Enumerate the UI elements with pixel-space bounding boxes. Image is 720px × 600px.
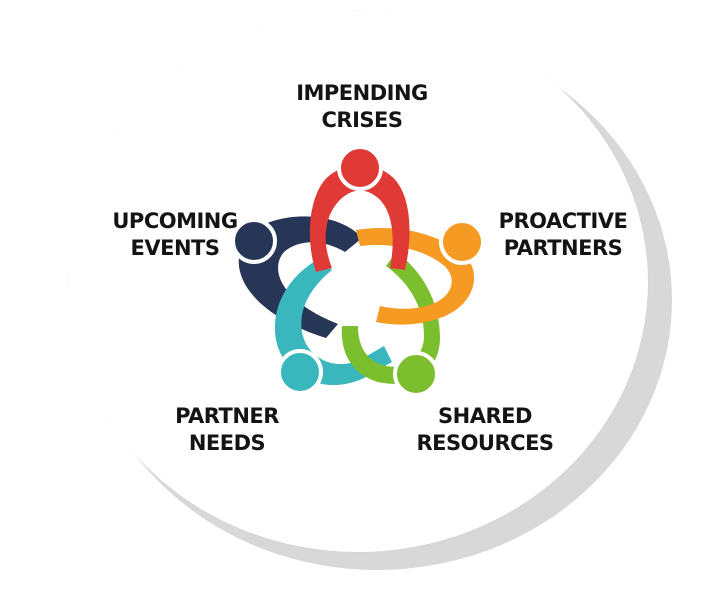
label-shared-resources-line2: RESOURCES xyxy=(416,431,554,455)
figure-lower-left xyxy=(274,258,392,395)
label-shared-resources-line1: SHARED xyxy=(438,404,532,428)
figure-lower-right-arms xyxy=(341,252,440,384)
background-disc xyxy=(68,12,648,552)
label-upcoming-events: UPCOMING EVENTS xyxy=(100,208,250,262)
figure-top-head xyxy=(337,145,383,191)
figure-top-arms xyxy=(309,163,410,272)
label-partner-needs-line1: PARTNER xyxy=(175,404,279,428)
label-partner-needs-line2: NEEDS xyxy=(188,431,266,455)
label-upcoming-events-line2: EVENTS xyxy=(130,236,220,260)
figure-upper-left xyxy=(231,216,362,338)
label-impending-crises-line2: CRISES xyxy=(321,108,404,132)
label-impending-crises: IMPENDING CRISES xyxy=(292,80,432,134)
figure-lower-left-head xyxy=(277,349,323,395)
label-proactive-partners-line1: PROACTIVE xyxy=(498,209,628,233)
label-partner-needs: PARTNER NEEDS xyxy=(162,403,292,457)
figure-top xyxy=(309,145,410,272)
figure-lower-right xyxy=(341,252,440,397)
label-shared-resources: SHARED RESOURCES xyxy=(410,403,560,457)
figure-lower-right-head xyxy=(393,351,439,397)
label-proactive-partners-line2: PARTNERS xyxy=(503,236,623,260)
label-impending-crises-line1: IMPENDING xyxy=(296,81,428,105)
figure-upper-right-head xyxy=(439,219,485,265)
label-upcoming-events-line1: UPCOMING xyxy=(112,209,238,233)
label-proactive-partners: PROACTIVE PARTNERS xyxy=(488,208,638,262)
figure-upper-left-head xyxy=(231,218,277,264)
figure-upper-right xyxy=(356,219,485,325)
